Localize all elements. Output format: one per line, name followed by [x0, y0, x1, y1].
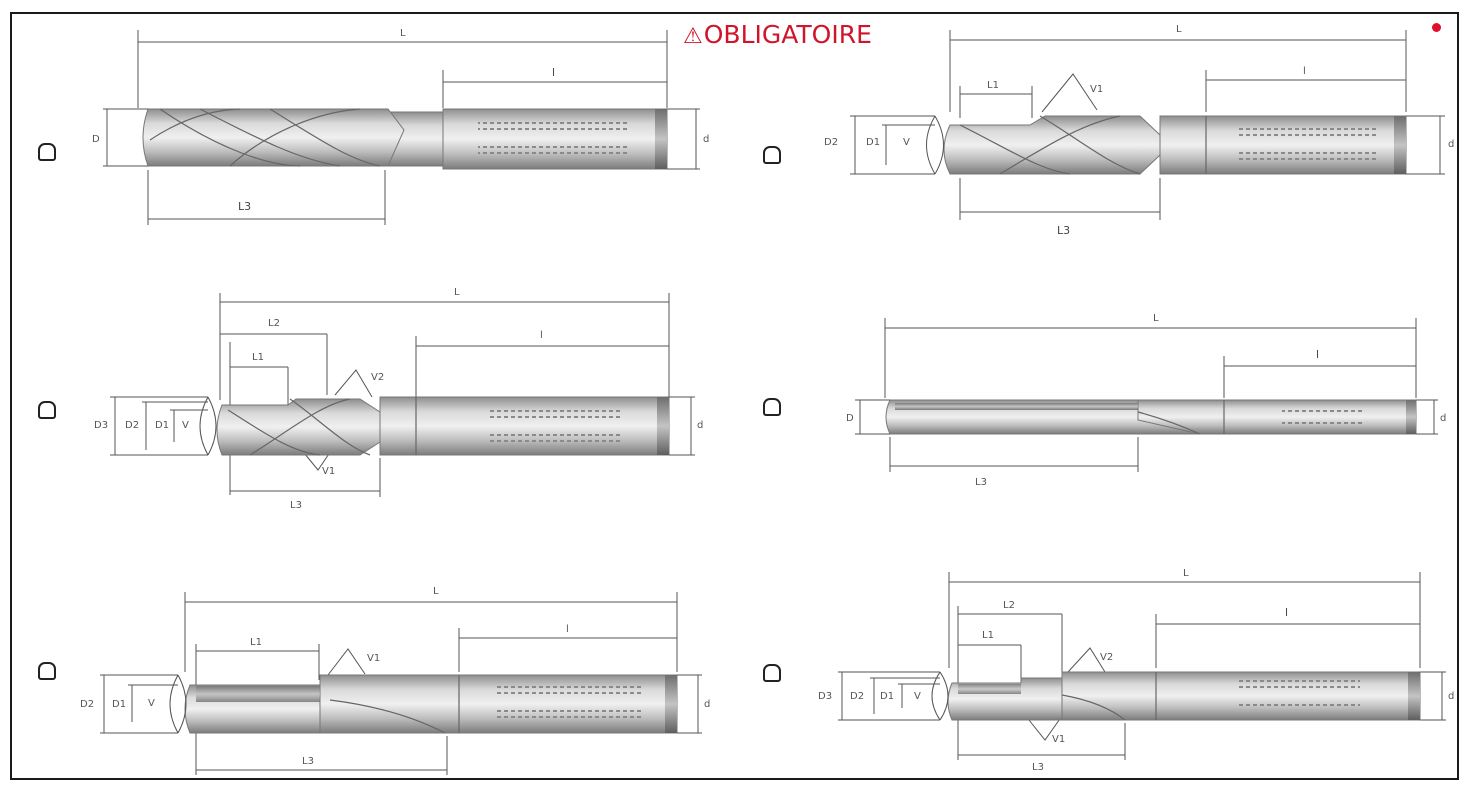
dim-L: L	[400, 28, 406, 39]
dim-V2: V2	[1100, 652, 1113, 663]
dim-L1: L1	[982, 630, 994, 641]
drill-5: L l L1 V1 V D2 D1 d	[80, 586, 710, 775]
dim-L1: L1	[252, 352, 264, 363]
dim-V1: V1	[1090, 84, 1103, 95]
dim-L3: L3	[302, 756, 314, 767]
dim-L3: L3	[1032, 762, 1044, 773]
dim-D2: D2	[80, 699, 94, 710]
dim-d: d	[703, 134, 709, 145]
dim-D: D	[846, 413, 854, 424]
dim-D1: D1	[880, 691, 894, 702]
dim-L: L	[454, 287, 460, 298]
dim-l: l	[566, 624, 569, 635]
dim-D: D	[92, 134, 100, 145]
dim-V1: V1	[1052, 734, 1065, 745]
radio-option-6[interactable]	[763, 664, 781, 682]
warning-icon: ⚠	[683, 24, 703, 49]
dim-l: l	[552, 66, 555, 79]
dim-d: d	[1448, 691, 1454, 702]
dim-d: d	[697, 420, 703, 431]
dim-l: l	[1316, 348, 1319, 361]
dim-l: l	[1285, 606, 1288, 619]
dim-d: d	[1448, 139, 1454, 150]
dim-L: L	[433, 586, 439, 597]
dim-l: l	[1303, 66, 1306, 77]
drill-4: L l D d L3	[846, 313, 1446, 488]
radio-option-2[interactable]	[763, 146, 781, 164]
dim-D1: D1	[112, 699, 126, 710]
dim-V: V	[182, 420, 189, 431]
dim-L3: L3	[975, 477, 987, 488]
dim-d: d	[704, 699, 710, 710]
drill-2: L l L1 V1 V D2 D1 d	[824, 24, 1454, 237]
dim-D2: D2	[850, 691, 864, 702]
dim-L: L	[1183, 568, 1189, 579]
dim-V1: V1	[367, 653, 380, 664]
dim-L3: L3	[290, 500, 302, 511]
mandatory-warning: ⚠OBLIGATOIRE	[683, 20, 872, 50]
radio-option-1[interactable]	[38, 143, 56, 161]
drill-1: L l D d L3	[92, 28, 709, 225]
dim-D1: D1	[866, 137, 880, 148]
dim-L1: L1	[987, 80, 999, 91]
drill-3: L l L2 L1 V2 V1 V D3 D2	[94, 287, 703, 511]
warning-label: OBLIGATOIRE	[703, 20, 872, 49]
dim-D2: D2	[125, 420, 139, 431]
required-dot-icon	[1432, 23, 1441, 32]
dim-L: L	[1153, 313, 1159, 324]
dim-L1: L1	[250, 637, 262, 648]
dim-L: L	[1176, 24, 1182, 35]
dim-V: V	[903, 137, 910, 148]
dim-D2: D2	[824, 137, 838, 148]
drill-6: L l L2 L1 V2 V1 V D3 D2	[818, 568, 1454, 773]
dim-L2: L2	[268, 318, 280, 329]
dim-V: V	[148, 698, 155, 709]
dim-L3: L3	[1057, 224, 1070, 237]
dim-L2: L2	[1003, 600, 1015, 611]
dim-V2: V2	[371, 372, 384, 383]
dim-L3: L3	[238, 200, 251, 213]
dim-D1: D1	[155, 420, 169, 431]
dim-D3: D3	[818, 691, 832, 702]
radio-option-5[interactable]	[38, 662, 56, 680]
radio-option-3[interactable]	[38, 401, 56, 419]
dim-l: l	[540, 330, 543, 341]
dim-V: V	[914, 691, 921, 702]
dim-V1: V1	[322, 466, 335, 477]
dim-d: d	[1440, 413, 1446, 424]
dim-D3: D3	[94, 420, 108, 431]
radio-option-4[interactable]	[763, 398, 781, 416]
